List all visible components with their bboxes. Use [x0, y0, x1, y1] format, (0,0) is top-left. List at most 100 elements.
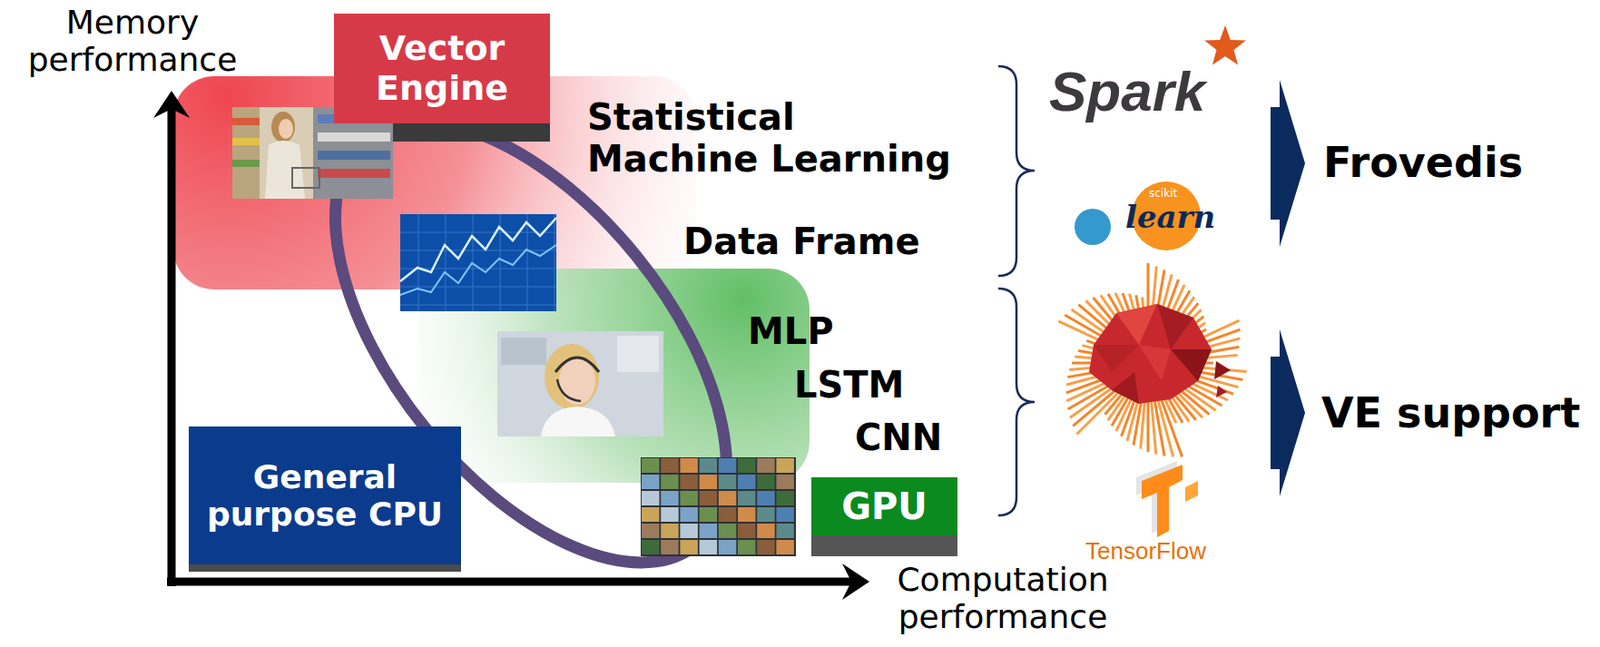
spark-logo-star: [1204, 25, 1247, 65]
axis-label: Computation performance: [866, 560, 1139, 637]
video-tile: [679, 458, 698, 473]
illustration-part: [317, 150, 391, 160]
illustration-part: [232, 137, 260, 146]
starburst-ray: [1150, 394, 1157, 455]
illustration-part: [278, 118, 294, 139]
x-axis: [166, 578, 854, 587]
video-tile: [718, 474, 737, 490]
illustration-part: [232, 107, 260, 199]
illustration-part: [271, 111, 295, 143]
illustration-part: [1093, 344, 1139, 373]
video-tile: [737, 458, 756, 473]
video-tile: [660, 490, 679, 506]
video-tile: [775, 474, 795, 490]
illustration-part: [1214, 361, 1231, 380]
video-tile: [737, 523, 756, 539]
illustration-part: [559, 357, 596, 405]
illustration-part: [557, 379, 581, 402]
processor-box: General purpose CPU: [188, 426, 462, 565]
video-tile: [775, 523, 795, 539]
accelerator-box: Vector Engine: [333, 13, 550, 124]
illustration-part: [1157, 304, 1194, 350]
video-tile: [641, 474, 660, 490]
pytorch-brain: [1089, 304, 1231, 404]
video-wall-photo: [640, 457, 796, 557]
illustration-part: [500, 337, 547, 365]
illustration-part: [1116, 304, 1158, 345]
result-arrow: [1270, 79, 1306, 247]
logo-text: scikit: [1148, 187, 1178, 199]
video-tile: [679, 474, 698, 490]
illustration-part: [400, 214, 557, 312]
stock-chart-photo: [400, 214, 557, 312]
illustration-part: [640, 457, 796, 557]
video-tile: [718, 539, 737, 555]
video-tile: [775, 458, 795, 473]
video-tile: [641, 458, 660, 473]
video-tile: [641, 523, 660, 539]
illustration-part: [1138, 344, 1171, 382]
result-arrow: [1270, 329, 1306, 497]
video-tile: [775, 490, 795, 506]
video-tile: [660, 539, 679, 555]
illustration-part: [400, 245, 557, 295]
video-tile: [679, 539, 698, 555]
video-tile: [775, 507, 795, 522]
video-tile: [660, 474, 679, 490]
video-tile: [699, 539, 718, 555]
illustration-part: [400, 217, 557, 282]
video-tile: [660, 507, 679, 522]
illustration-part: [1141, 464, 1183, 538]
video-tile: [756, 539, 776, 555]
result-label: Frovedis: [1323, 137, 1523, 188]
video-tile: [699, 474, 718, 490]
video-tile: [641, 490, 660, 506]
video-tile: [718, 523, 737, 539]
illustration-part: [540, 406, 616, 437]
tensorflow-logo: [1136, 461, 1198, 538]
video-tile: [660, 523, 679, 539]
curly-brace: [998, 66, 1035, 276]
illustration-part: [1216, 385, 1227, 398]
workload-label: MLP: [747, 309, 835, 354]
video-tile: [737, 539, 756, 555]
illustration-part: [232, 159, 260, 167]
workload-label: Statistical Machine Learning: [587, 96, 967, 180]
call-center-photo: [497, 331, 664, 437]
video-tile: [718, 458, 737, 473]
result-label: VE support: [1321, 388, 1581, 439]
video-tile: [660, 458, 679, 473]
accelerator-box: GPU: [811, 477, 958, 536]
video-tile: [679, 523, 698, 539]
box-text: Vector Engine: [341, 29, 543, 108]
video-tile: [641, 507, 660, 522]
box-base-strip: [811, 533, 958, 557]
illustration-part: [497, 331, 664, 437]
video-tile: [737, 507, 756, 522]
starburst-ray: [1147, 394, 1150, 452]
axis-arrowhead: [153, 90, 190, 118]
illustration-part: [1074, 208, 1111, 246]
axis-arrowhead: [842, 563, 870, 600]
video-tile: [756, 458, 776, 473]
pytorch-starburst: [1058, 263, 1247, 457]
video-tile: [775, 539, 795, 555]
workload-label: CNN: [854, 415, 943, 460]
logo-text: Spark: [1049, 63, 1206, 120]
box-text: GPU: [841, 485, 928, 528]
y-axis: [167, 101, 177, 587]
workload-label: Data Frame: [683, 219, 921, 264]
video-tile: [756, 474, 776, 490]
illustration-part: [1089, 304, 1212, 404]
logo-text: learn: [1125, 201, 1216, 233]
illustration-part: [617, 335, 659, 373]
video-tile: [679, 507, 698, 522]
video-tile: [699, 490, 718, 506]
workload-label: LSTM: [794, 363, 904, 407]
spark-star: [1204, 25, 1247, 65]
video-tile: [737, 490, 756, 506]
illustration-part: [265, 140, 305, 199]
illustration-part: [400, 214, 557, 312]
illustration-part: [1185, 480, 1198, 502]
